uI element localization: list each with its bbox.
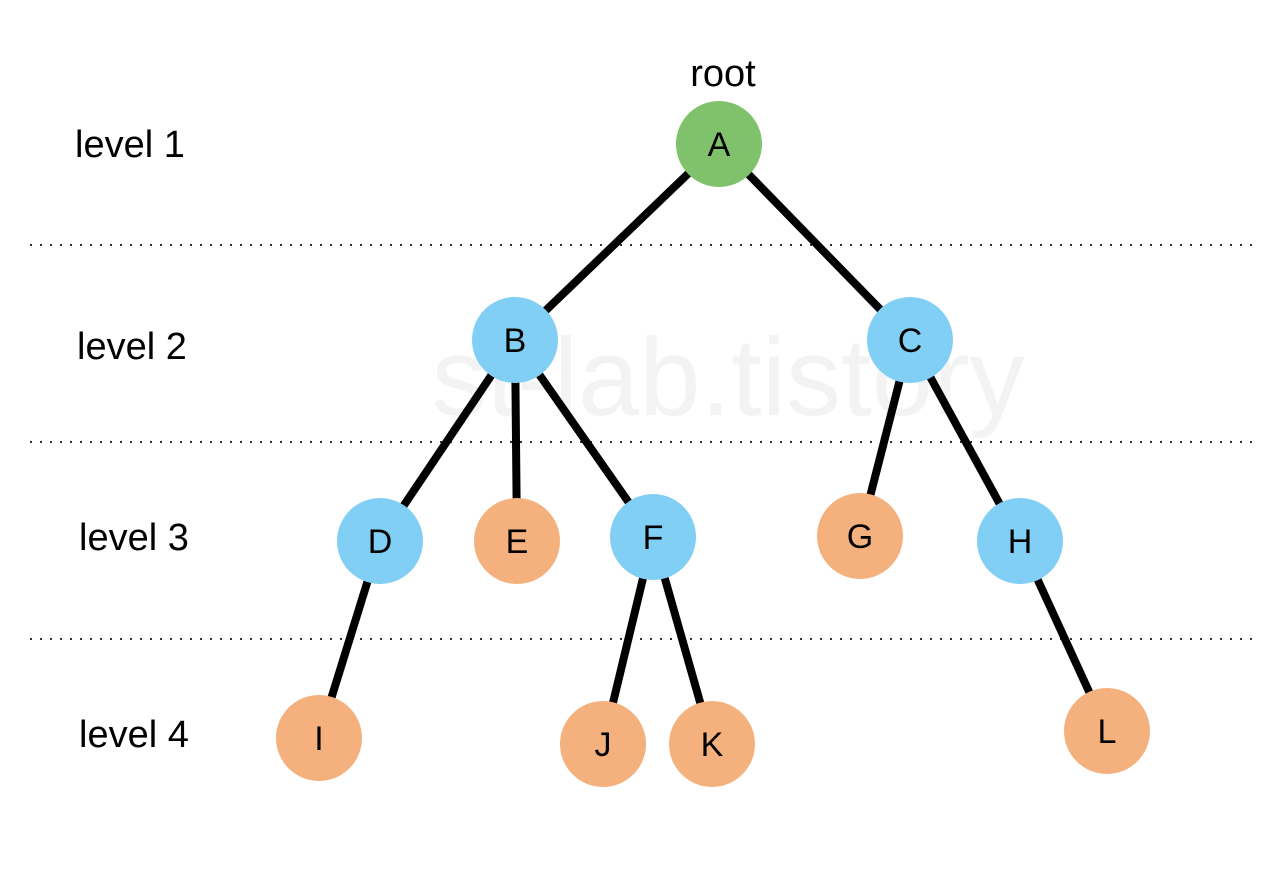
node-i-circle bbox=[276, 695, 362, 781]
node-c-label: C bbox=[898, 322, 923, 360]
level-dividers bbox=[30, 244, 1255, 640]
node-k: K bbox=[669, 701, 755, 787]
node-g: G bbox=[817, 493, 903, 579]
tree-nodes: A B C D E F G H I J K L bbox=[276, 101, 1150, 787]
node-k-circle bbox=[669, 701, 755, 787]
level-label-1: level 1 bbox=[75, 124, 185, 166]
node-a-label: A bbox=[708, 126, 731, 164]
node-b: B bbox=[472, 297, 558, 383]
node-b-circle bbox=[472, 297, 558, 383]
edge-b-f bbox=[534, 369, 634, 508]
node-h-circle bbox=[977, 498, 1063, 584]
edge-d-i bbox=[326, 577, 373, 702]
node-e-label: E bbox=[506, 523, 529, 561]
node-d-circle bbox=[337, 498, 423, 584]
node-g-label: G bbox=[847, 518, 873, 556]
node-l-label: L bbox=[1098, 713, 1117, 751]
level-label-3: level 3 bbox=[79, 517, 189, 559]
node-l: L bbox=[1064, 688, 1150, 774]
node-d-label: D bbox=[368, 523, 393, 561]
node-j: J bbox=[560, 701, 646, 787]
node-a-circle bbox=[676, 101, 762, 187]
level-label-4: level 4 bbox=[79, 714, 189, 756]
edge-f-k bbox=[659, 573, 706, 708]
node-k-label: K bbox=[701, 726, 724, 764]
node-l-circle bbox=[1064, 688, 1150, 774]
node-c: C bbox=[867, 297, 953, 383]
node-f: F bbox=[610, 494, 696, 580]
node-c-circle bbox=[867, 297, 953, 383]
root-label: root bbox=[690, 53, 756, 95]
node-e-circle bbox=[474, 498, 560, 584]
node-e: E bbox=[474, 498, 560, 584]
level-label-2: level 2 bbox=[77, 326, 187, 368]
node-f-label: F bbox=[643, 519, 664, 557]
node-a: A bbox=[676, 101, 762, 187]
node-i: I bbox=[276, 695, 362, 781]
node-d: D bbox=[337, 498, 423, 584]
edge-b-e bbox=[511, 378, 521, 503]
edge-c-g bbox=[865, 376, 905, 500]
level-labels: level 1 level 2 level 3 level 4 bbox=[75, 124, 189, 756]
node-f-circle bbox=[610, 494, 696, 580]
node-h: H bbox=[977, 498, 1063, 584]
edge-c-h bbox=[925, 372, 1005, 509]
edge-a-c bbox=[743, 169, 886, 315]
node-g-circle bbox=[817, 493, 903, 579]
node-b-label: B bbox=[504, 322, 527, 360]
edge-a-b bbox=[540, 168, 694, 316]
node-j-circle bbox=[560, 701, 646, 787]
edge-f-j bbox=[608, 573, 648, 708]
tree-edges bbox=[326, 168, 1095, 708]
edge-b-d bbox=[398, 370, 497, 511]
node-i-label: I bbox=[314, 720, 323, 758]
node-h-label: H bbox=[1008, 523, 1033, 561]
edge-h-l bbox=[1032, 574, 1095, 698]
node-j-label: J bbox=[595, 726, 612, 764]
